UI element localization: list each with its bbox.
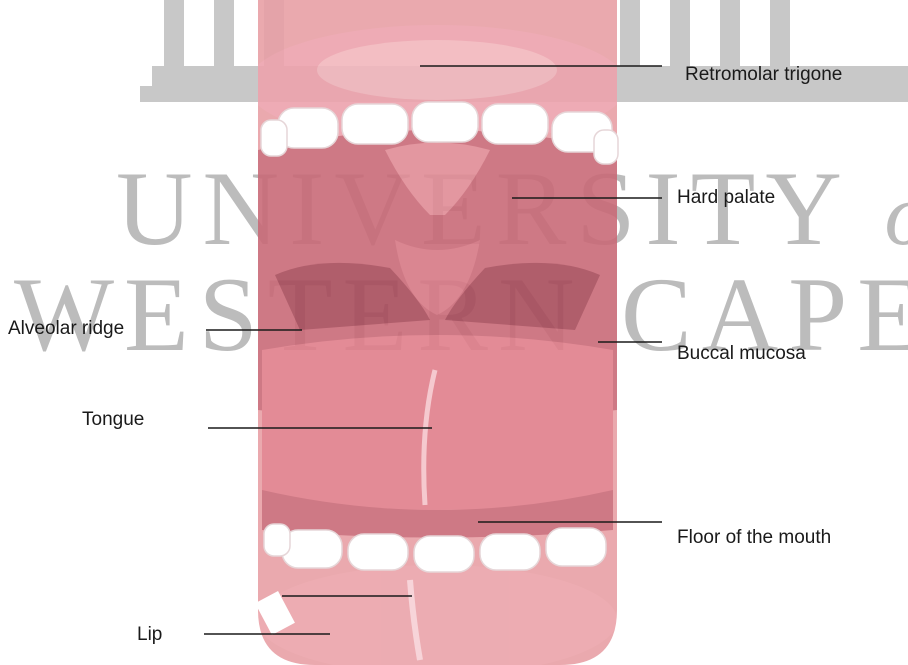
- label-floor-of-the-mouth: Floor of the mouth: [677, 527, 831, 549]
- label-hard-palate: Hard palate: [677, 187, 775, 209]
- label-alveolar-ridge: Alveolar ridge: [8, 318, 124, 340]
- label-tongue: Tongue: [82, 409, 144, 431]
- label-retromolar-trigone: Retromolar trigone: [685, 64, 842, 86]
- label-lip: Lip: [137, 624, 162, 646]
- label-buccal-mucosa: Buccal mucosa: [677, 343, 806, 365]
